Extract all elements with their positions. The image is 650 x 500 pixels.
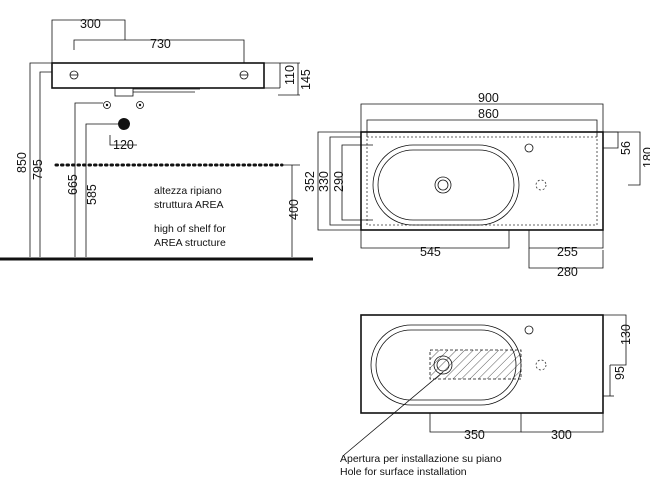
dim-850: 850 [15,152,29,173]
install-caption-it: Apertura per installazione su piano [340,453,502,465]
side-view: 120 300 730 110 145 850 795 665 585 alte… [0,17,313,261]
basin-side-profile [51,62,265,89]
dim-330: 330 [317,171,331,192]
dim-95: 95 [613,366,627,380]
dim-900: 900 [478,91,499,105]
install-tap-hole [524,325,534,335]
surface-install-cutout [429,349,522,380]
basin-install-outline [360,314,604,414]
dim-400: 400 [287,199,301,220]
dim-350: 350 [464,428,485,442]
fitting-left [103,101,111,109]
dim-145: 145 [299,69,313,90]
dim-56: 56 [619,141,633,155]
dim-300-install: 300 [551,428,572,442]
shelf-note-en-1: high of shelf for [154,223,226,235]
dim-730: 730 [150,37,171,51]
waste-outlet [118,118,130,130]
optional-hole [535,179,547,191]
dim-290: 290 [332,171,346,192]
install-optional-hole [535,359,547,371]
dim-585: 585 [85,184,99,205]
dim-280: 280 [557,265,578,279]
install-drain [433,355,453,375]
dim-255: 255 [557,245,578,259]
basin-top-outline [360,131,604,231]
drain-bracket [114,87,134,97]
fitting-right [136,101,144,109]
dim-180: 180 [641,147,650,168]
bowl-outline [372,144,520,226]
installation-view: 130 95 350 300 Apertura per installazion… [340,314,633,478]
shelf-note-en-2: AREA structure [154,237,226,249]
dim-860: 860 [478,107,499,121]
dim-665: 665 [66,174,80,195]
install-caption-en: Hole for surface installation [340,466,467,478]
top-view: 900 860 352 330 290 56 180 545 255 280 [303,91,650,279]
dim-120: 120 [113,138,134,152]
shelf-note-it-2: struttura AREA [154,199,223,211]
shelf-note-it-1: altezza ripiano [154,185,222,197]
dim-110: 110 [283,65,297,85]
dim-545: 545 [420,245,441,259]
dim-300: 300 [80,17,101,31]
drain [434,176,452,194]
caption-leader [343,371,444,456]
dim-352: 352 [303,171,317,192]
dim-795: 795 [31,159,45,180]
tap-hole [524,143,534,153]
dim-130: 130 [619,324,633,345]
